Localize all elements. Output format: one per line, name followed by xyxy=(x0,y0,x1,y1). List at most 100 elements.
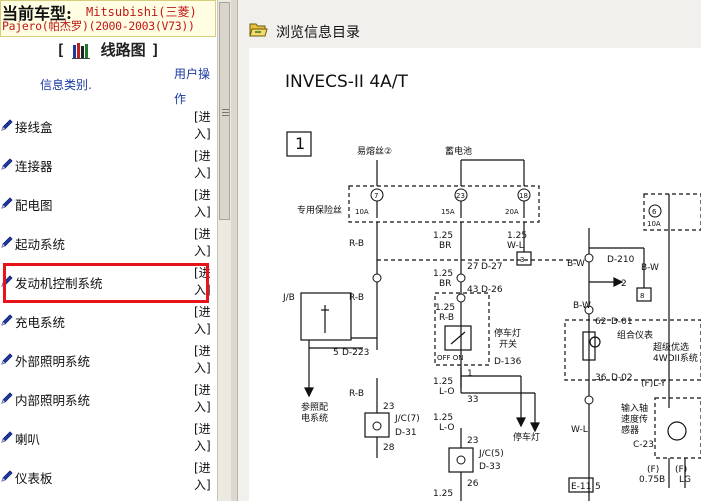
current-vehicle-box: 当前车型: Mitsubishi(三菱) Pajero(帕杰罗)(2000-20… xyxy=(0,0,216,37)
enter-link[interactable]: [进入] xyxy=(194,383,211,414)
vehicle-model: Pajero(帕杰罗)(2000-2003(V73)) xyxy=(2,19,195,33)
browse-bar: 浏览信息目录 xyxy=(238,16,701,44)
category-row[interactable]: 配电图 [进入] xyxy=(0,185,217,224)
svg-text:W-L: W-L xyxy=(507,241,524,251)
section-header: [ 线路图 ] xyxy=(56,41,160,59)
category-row[interactable]: 发动机控制系统 [进入] xyxy=(0,263,217,303)
svg-text:开关: 开关 xyxy=(499,338,517,350)
svg-text:感器: 感器 xyxy=(621,424,639,436)
enter-link[interactable]: [进入] xyxy=(194,422,211,453)
pen-icon xyxy=(1,431,13,443)
svg-text:33: 33 xyxy=(467,395,478,405)
svg-text:1.25: 1.25 xyxy=(433,413,453,423)
svg-text:超级优选: 超级优选 xyxy=(653,341,689,353)
pen-icon xyxy=(1,470,13,482)
svg-text:LG: LG xyxy=(679,475,691,485)
svg-text:23: 23 xyxy=(383,402,394,412)
category-row[interactable]: 接线盒 [进入] xyxy=(0,107,217,146)
category-link[interactable]: 配电图 xyxy=(15,198,53,213)
svg-text:蓄电池: 蓄电池 xyxy=(445,145,472,157)
svg-text:D-27: D-27 xyxy=(481,262,503,272)
enter-link[interactable]: [进入] xyxy=(194,188,211,219)
category-link[interactable]: 起动系统 xyxy=(15,237,66,252)
svg-text:R-B: R-B xyxy=(349,293,364,303)
category-row[interactable]: 连接器 [进入] xyxy=(0,146,217,185)
svg-text:15A: 15A xyxy=(441,208,455,216)
category-link[interactable]: 仪表板 xyxy=(15,471,53,486)
svg-text:D-33: D-33 xyxy=(479,462,501,472)
enter-link[interactable]: [进入] xyxy=(194,266,211,297)
left-panel: 当前车型: Mitsubishi(三菱) Pajero(帕杰罗)(2000-20… xyxy=(0,0,217,501)
svg-text:组合仪表: 组合仪表 xyxy=(617,329,653,341)
panel-splitter[interactable] xyxy=(231,0,238,501)
category-row[interactable]: 仪表板 [进入] xyxy=(0,458,217,497)
right-panel: 浏览信息目录 INVECS-II 4A/T xyxy=(238,0,701,501)
category-link[interactable]: 喇叭 xyxy=(15,432,41,447)
svg-text:J/C(5): J/C(5) xyxy=(478,449,504,459)
svg-text:B-W: B-W xyxy=(567,259,585,269)
pen-icon xyxy=(1,119,13,131)
svg-text:5: 5 xyxy=(595,482,601,492)
wiring-diagram: INVECS-II 4A/T xyxy=(249,48,701,501)
svg-text:D-223: D-223 xyxy=(342,348,369,358)
enter-link[interactable]: [进入] xyxy=(194,461,211,492)
svg-text:28: 28 xyxy=(383,443,395,453)
svg-text:18: 18 xyxy=(519,192,528,200)
enter-link[interactable]: [进入] xyxy=(194,110,211,141)
svg-text:W-L: W-L xyxy=(571,425,588,435)
svg-text:J/B: J/B xyxy=(282,293,295,303)
svg-text:专用保险丝: 专用保险丝 xyxy=(297,204,342,216)
pen-icon xyxy=(1,275,13,287)
wiring-schematic: 1 易熔丝② 蓄电池 专用保险丝 7 23 18 6 10A 15A 20A 1… xyxy=(282,131,701,501)
scrollbar-thumb[interactable] xyxy=(219,2,230,220)
svg-text:输入轴: 输入轴 xyxy=(621,402,648,414)
pen-icon xyxy=(1,197,13,209)
pen-icon xyxy=(1,236,13,248)
category-link[interactable]: 外部照明系统 xyxy=(15,354,91,369)
column-header-action: 用户操作 xyxy=(174,67,211,106)
svg-text:(F): (F) xyxy=(647,465,659,475)
enter-link[interactable]: [进入] xyxy=(194,344,211,375)
category-link[interactable]: 内部照明系统 xyxy=(15,393,91,408)
svg-text:D-31: D-31 xyxy=(395,428,417,438)
svg-text:D-26: D-26 xyxy=(481,285,503,295)
schematic-labels: 1 易熔丝② 蓄电池 专用保险丝 7 23 18 6 10A 15A 20A 1… xyxy=(282,134,698,499)
svg-text:1: 1 xyxy=(295,134,305,153)
category-link[interactable]: 充电系统 xyxy=(15,315,66,330)
svg-text:1.25: 1.25 xyxy=(507,231,527,241)
svg-text:1.25: 1.25 xyxy=(435,303,455,313)
enter-link[interactable]: [进入] xyxy=(194,149,211,180)
left-panel-scrollbar[interactable] xyxy=(217,0,231,501)
svg-text:10A: 10A xyxy=(355,208,369,216)
svg-text:R-B: R-B xyxy=(349,389,364,399)
vehicle-make: Mitsubishi(三菱) xyxy=(86,5,197,19)
svg-text:27: 27 xyxy=(467,262,478,272)
category-row[interactable]: 喇叭 [进入] xyxy=(0,419,217,458)
svg-text:(F)L-Y: (F)L-Y xyxy=(641,379,666,389)
enter-link[interactable]: [进入] xyxy=(194,227,211,258)
category-link[interactable]: 发动机控制系统 xyxy=(15,276,103,291)
svg-text:8: 8 xyxy=(640,292,644,300)
svg-text:43: 43 xyxy=(467,285,478,295)
svg-text:L-O: L-O xyxy=(439,387,454,397)
pen-icon xyxy=(1,158,13,170)
svg-text:D-210: D-210 xyxy=(607,255,635,265)
current-vehicle-label: 当前车型: xyxy=(2,4,72,23)
svg-text:参照配: 参照配 xyxy=(301,401,328,413)
category-row[interactable]: 内部照明系统 [进入] xyxy=(0,380,217,419)
category-row[interactable]: 起动系统 [进入] xyxy=(0,224,217,263)
category-link[interactable]: 连接器 xyxy=(15,159,53,174)
fuse-box xyxy=(348,185,540,223)
enter-link[interactable]: [进入] xyxy=(194,305,211,336)
category-link[interactable]: 接线盒 xyxy=(15,120,53,135)
browse-title: 浏览信息目录 xyxy=(276,25,360,41)
svg-text:J/C(7): J/C(7) xyxy=(394,414,420,424)
svg-text:L-O: L-O xyxy=(439,423,454,433)
category-row[interactable]: 外部照明系统 [进入] xyxy=(0,341,217,380)
svg-text:D-02: D-02 xyxy=(611,373,633,383)
svg-text:36: 36 xyxy=(595,373,607,383)
category-row[interactable]: 充电系统 [进入] xyxy=(0,302,217,341)
svg-text:易熔丝②: 易熔丝② xyxy=(357,145,392,157)
svg-text:26: 26 xyxy=(467,479,479,489)
svg-text:1.25: 1.25 xyxy=(433,231,453,241)
